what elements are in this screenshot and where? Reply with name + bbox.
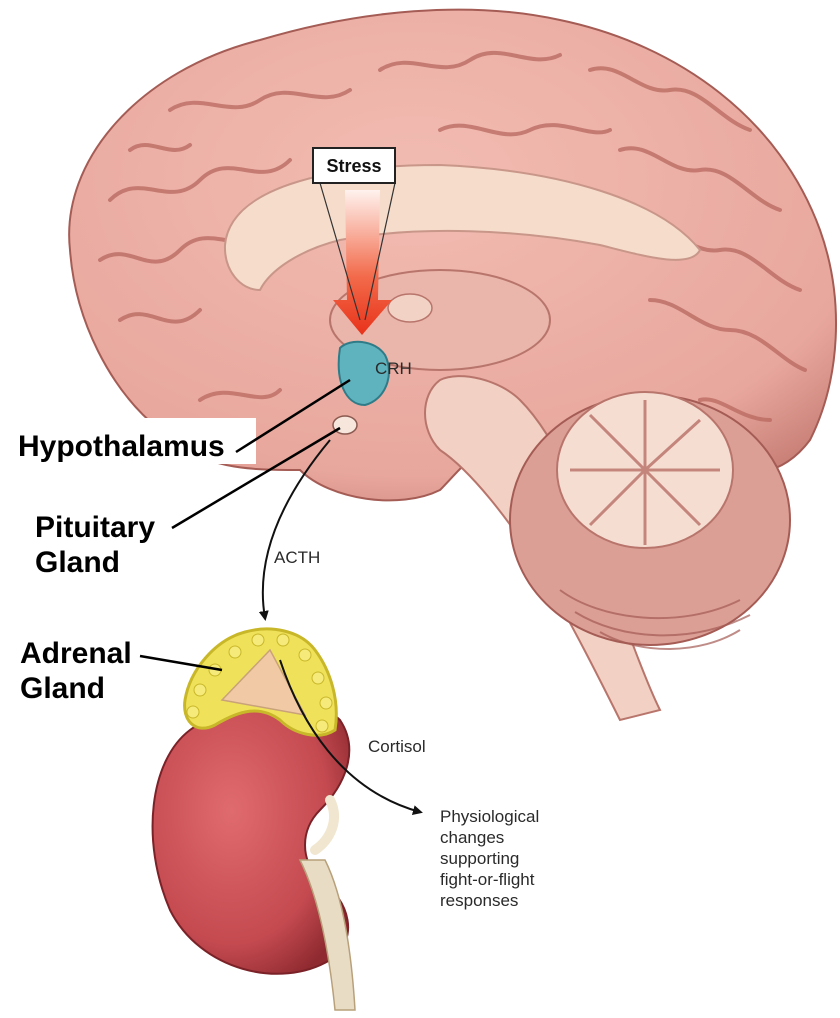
cerebellum (510, 392, 790, 649)
pituitary-label-line2: Gland (35, 546, 120, 579)
pituitary-label-line1: Pituitary (35, 511, 155, 544)
brain (69, 10, 836, 720)
crh-label: CRH (375, 359, 412, 378)
stress-label: Stress (326, 156, 381, 176)
hypothalamus-label: Hypothalamus (18, 430, 225, 463)
effects-line-1: Physiological (440, 807, 539, 826)
effects-line-3: supporting (440, 849, 519, 868)
adrenal-label-line1: Adrenal (20, 637, 132, 670)
effects-line-5: responses (440, 891, 518, 910)
effects-line-2: changes (440, 828, 504, 847)
cortisol-label: Cortisol (368, 737, 426, 756)
effects-text: Physiological changes supporting fight-o… (440, 807, 539, 910)
adrenal-label-line2: Gland (20, 672, 105, 705)
effects-line-4: fight-or-flight (440, 870, 535, 889)
acth-label: ACTH (274, 548, 320, 567)
